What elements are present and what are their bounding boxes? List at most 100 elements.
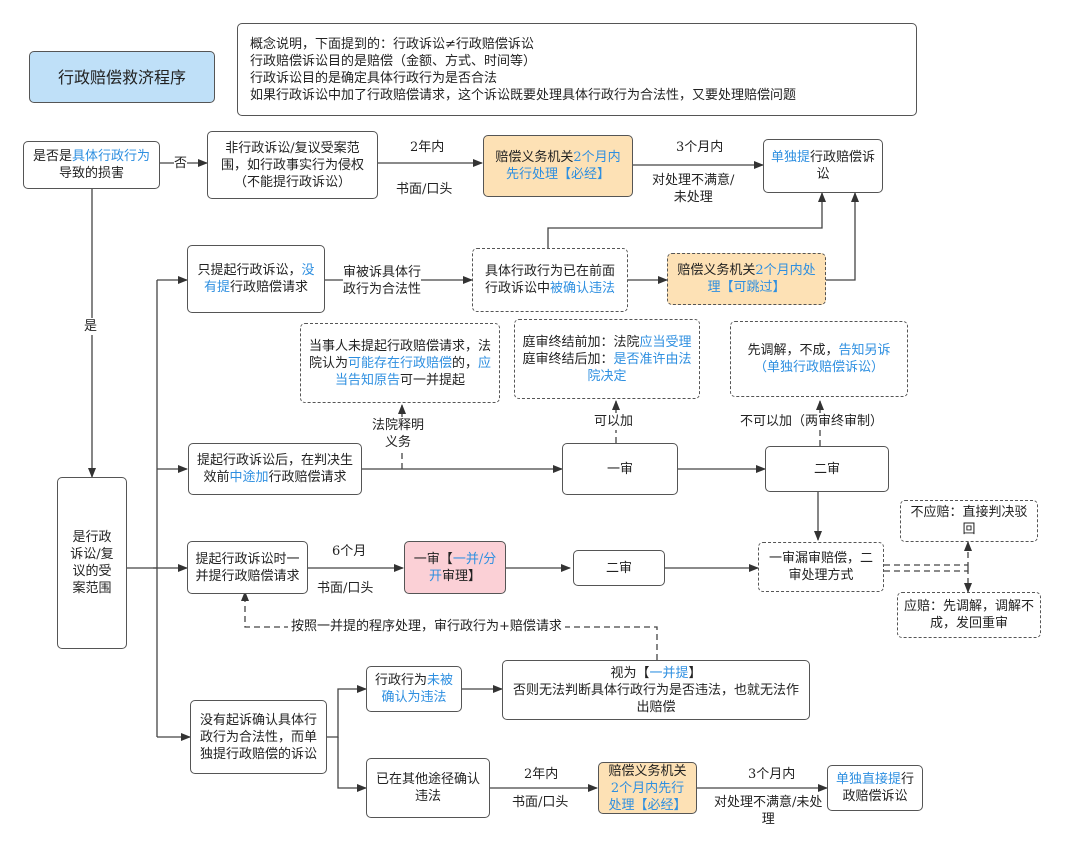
node-first-trial-joint: 一审【一并/分开审理】 xyxy=(404,541,506,594)
node-deemed-joint: 视为【一并提】否则无法判断具体行政行为是否违法，也就无法作出赔偿 xyxy=(502,660,810,720)
highlight-text: 2个月内先行处理【必经】 xyxy=(505,150,621,182)
concept-line: 如果行政诉讼中加了行政赔偿请求，这个诉讼既要处理具体行政行为合法性，又要处理赔偿… xyxy=(250,87,797,103)
node-text: 具体行政行为已在前面行政诉讼中被确认违法 xyxy=(479,263,621,297)
highlight-text: 具体行政行为 xyxy=(72,149,151,164)
node-text-segment: 没有起诉确认具体行政行为合法性，而单独提行政赔偿的诉讼 xyxy=(199,712,317,762)
edge-label-three-months-bottom: 3个月内 xyxy=(748,767,796,782)
concept-note: 概念说明，下面提到的：行政诉讼≠行政赔偿诉讼 行政赔偿诉讼目的是赔偿（金额、方式… xyxy=(237,23,917,116)
node-text: 提起行政诉讼后，在判决生效前中途加行政赔偿请求 xyxy=(195,452,355,486)
highlight-text: 是否准许由法院决定 xyxy=(587,351,692,384)
node-text: 提起行政诉讼时一并提行政赔偿请求 xyxy=(194,551,301,585)
edge-label-no: 否 xyxy=(174,155,188,172)
node-text: 应赔：先调解，调解不成，发回重审 xyxy=(904,598,1034,632)
node-text-segment: 行政赔偿诉讼 xyxy=(810,150,876,182)
edge-label-written-oral-bottom: 书面/口头 xyxy=(512,795,569,810)
node-start-question: 是否是具体行政行为导致的损害 xyxy=(23,141,160,189)
node-mediate-first: 先调解，不成，告知另诉（单独行政赔偿诉讼） xyxy=(730,321,908,397)
node-only-admin: 只提起行政诉讼，没有提行政赔偿请求 xyxy=(187,245,325,313)
node-text-segment: 应赔：先调解，调解不成，发回重审 xyxy=(904,599,1035,631)
diagram-title-text: 行政赔偿救济程序 xyxy=(57,67,186,87)
node-text-segment: 二审 xyxy=(813,461,840,477)
node-text-segment: 二审 xyxy=(605,560,632,576)
node-text-segment: 不应赔：直接判决驳回 xyxy=(910,505,1028,537)
node-text-segment: 一审 xyxy=(606,461,633,477)
node-text: 不应赔：直接判决驳回 xyxy=(907,504,1031,538)
edge-nosuit-split-b xyxy=(337,737,367,792)
node-separate-suit-top: 单独提行政赔偿诉讼 xyxy=(763,139,883,193)
node-text: 赔偿义务机关2个月内先行处理【必经】 xyxy=(605,763,690,814)
node-text: 赔偿义务机关2个月内先行处理【必经】 xyxy=(490,149,626,183)
node-missed-compensation: 一审漏审赔偿，二审处理方式 xyxy=(758,542,884,592)
edge-label-six-months: 6个月 xyxy=(332,544,367,559)
node-text: 没有起诉确认具体行政行为合法性，而单独提行政赔偿的诉讼 xyxy=(197,712,320,763)
highlight-text: 告知另诉（单独行政赔偿诉讼） xyxy=(753,343,891,375)
highlight-text: 一并提 xyxy=(649,665,689,681)
edge-skip-up-to-suit xyxy=(826,192,859,281)
node-no-suit-separate: 没有起诉确认具体行政行为合法性，而单独提行政赔偿的诉讼 xyxy=(190,700,327,774)
edge-nosuit-split xyxy=(327,685,367,738)
node-text-segment: 庭审终结后加： xyxy=(522,351,614,367)
concept-line: 概念说明，下面提到的：行政诉讼≠行政赔偿诉讼 xyxy=(250,36,534,52)
node-text-segment: 行政赔偿请求 xyxy=(230,280,309,295)
node-text-segment: 赔偿义务机关 xyxy=(608,763,687,779)
node-confirmed-other: 已在其他途径确认违法 xyxy=(366,758,490,818)
node-text-segment: 】 xyxy=(688,665,702,681)
edge-label-two-years-bottom: 2年内 xyxy=(524,767,559,782)
highlight-text: 单独直接提 xyxy=(835,772,901,787)
edge-label-review-legality: 审被诉具体行 政行为合法性 xyxy=(343,264,422,298)
node-midway-add: 提起行政诉讼后，在判决生效前中途加行政赔偿请求 xyxy=(188,443,362,495)
node-text: 非行政诉讼/复议受案范围，如行政事实行为侵权（不能提行政诉讼） xyxy=(214,140,371,191)
node-text-segment: 审理】 xyxy=(442,568,482,584)
node-no-compensation: 不应赔：直接判决驳回 xyxy=(900,500,1038,542)
node-text: 只提起行政诉讼，没有提行政赔偿请求 xyxy=(194,262,318,296)
node-text: 单独直接提行政赔偿诉讼 xyxy=(834,771,916,805)
node-text-segment: 一审【 xyxy=(413,551,453,567)
node-joint-request: 提起行政诉讼时一并提行政赔偿请求 xyxy=(187,541,308,594)
node-court-notify: 当事人未提起行政赔偿请求，法院认为可能存在行政赔偿的，应当告知原告可一并提起 xyxy=(300,323,500,403)
node-text-segment: 可一并提起 xyxy=(400,372,466,388)
highlight-text: 没有提 xyxy=(203,263,315,295)
node-in-scope: 是行政诉讼/复议的受案范围 xyxy=(57,477,127,649)
edge-label-unsatisfied-bottom: 对处理不满意/未处 理 xyxy=(714,795,823,827)
node-text-segment: 行政赔偿请求 xyxy=(268,470,347,485)
node-text-segment: 行政赔偿诉讼 xyxy=(842,772,915,804)
highlight-text: 应当受理 xyxy=(639,334,692,350)
highlight-text: 可能存在行政赔偿 xyxy=(347,355,452,371)
node-text: 是否是具体行政行为导致的损害 xyxy=(30,148,153,182)
edge-label-written-oral-mid: 书面/口头 xyxy=(317,581,374,596)
highlight-text: 应当告知原告 xyxy=(334,355,492,388)
edge-label-unsatisfied-top: 对处理不满意/ 未处理 xyxy=(652,173,735,205)
node-text-segment: 否则无法判断具体行政行为是否违法，也就无法作出赔偿 xyxy=(512,682,799,715)
node-text: 一审【一并/分开审理】 xyxy=(411,551,499,585)
node-text: 一审 xyxy=(607,461,633,478)
node-text: 视为【一并提】否则无法判断具体行政行为是否违法，也就无法作出赔偿 xyxy=(509,665,803,716)
highlight-text: 2个月内处理【可跳过】 xyxy=(707,263,816,295)
node-text-segment: 先调解，不成， xyxy=(747,343,839,358)
node-text-segment: 赔偿义务机关 xyxy=(677,263,756,278)
edge-label-three-months-top: 3个月内 xyxy=(676,140,724,155)
node-text-segment: 已在其他途径确认违法 xyxy=(375,772,480,804)
node-text-segment: 是行政诉讼/复议的受案范围 xyxy=(70,530,114,596)
node-handle-skip: 赔偿义务机关2个月内处理【可跳过】 xyxy=(667,253,826,305)
node-text-segment: 提起行政诉讼时一并提行政赔偿请求 xyxy=(195,551,300,584)
node-text-segment: 具体行政行为已在前面行政诉讼中 xyxy=(484,264,615,296)
node-text-segment: 视为【 xyxy=(610,665,650,681)
node-text-segment: 行政行为 xyxy=(374,673,427,688)
node-text: 先调解，不成，告知另诉（单独行政赔偿诉讼） xyxy=(737,342,901,376)
node-text-segment: 是否是 xyxy=(32,149,72,164)
node-text-segment: 的， xyxy=(452,355,479,371)
edge-label-can-add: 可以加 xyxy=(594,413,634,430)
node-text-segment: 庭审终结前加：法院 xyxy=(522,334,640,350)
node-text-segment: 非行政诉讼/复议受案范围，如行政事实行为侵权（不能提行政诉讼） xyxy=(220,140,364,190)
highlight-text: 未被确认为违法 xyxy=(381,673,454,705)
edge-label-court-duty: 法院释明 义务 xyxy=(372,417,425,451)
edge-label-process-joint: 按照一并提的程序处理，审行政行为+赔偿请求 xyxy=(288,618,565,635)
node-second-trial-joint: 二审 xyxy=(573,550,665,586)
highlight-text: 中途加 xyxy=(229,470,269,485)
node-text: 当事人未提起行政赔偿请求，法院认为可能存在行政赔偿的，应当告知原告可一并提起 xyxy=(307,338,493,389)
edge-label-written-oral-top: 书面/口头 xyxy=(396,182,453,197)
node-text-segment: 赔偿义务机关 xyxy=(495,150,574,165)
node-text: 是行政诉讼/复议的受案范围 xyxy=(68,529,116,597)
node-should-compensate: 应赔：先调解，调解不成，发回重审 xyxy=(897,592,1041,638)
node-text-segment: 只提起行政诉讼， xyxy=(197,263,302,278)
